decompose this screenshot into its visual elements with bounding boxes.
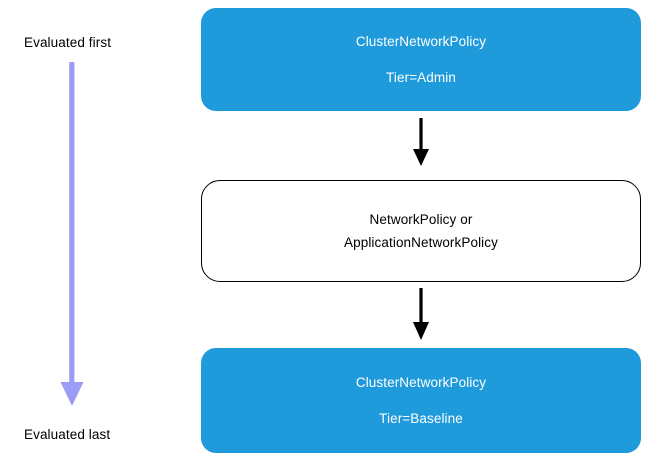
flow-arrow-down-icon [413, 288, 429, 340]
node-subtitle: ApplicationNetworkPolicy [344, 234, 498, 250]
node-title: ClusterNetworkPolicy [355, 375, 487, 390]
node-subtitle: Tier=Admin [386, 69, 456, 85]
node-network-policy-or-application-network-policy[interactable]: NetworkPolicy or ApplicationNetworkPolic… [201, 180, 641, 282]
node-subtitle: Tier=Baseline [379, 410, 463, 426]
node-title: NetworkPolicy or [369, 212, 473, 227]
evaluation-order-arrow-icon [60, 62, 84, 406]
evaluated-first-label: Evaluated first [24, 35, 112, 50]
evaluated-last-label: Evaluated last [24, 427, 111, 442]
flow-arrow-down-icon [413, 118, 429, 166]
node-cluster-network-policy-admin[interactable]: ClusterNetworkPolicy Tier=Admin [201, 8, 641, 111]
node-cluster-network-policy-baseline[interactable]: ClusterNetworkPolicy Tier=Baseline [201, 348, 641, 453]
node-title: ClusterNetworkPolicy [355, 34, 487, 49]
